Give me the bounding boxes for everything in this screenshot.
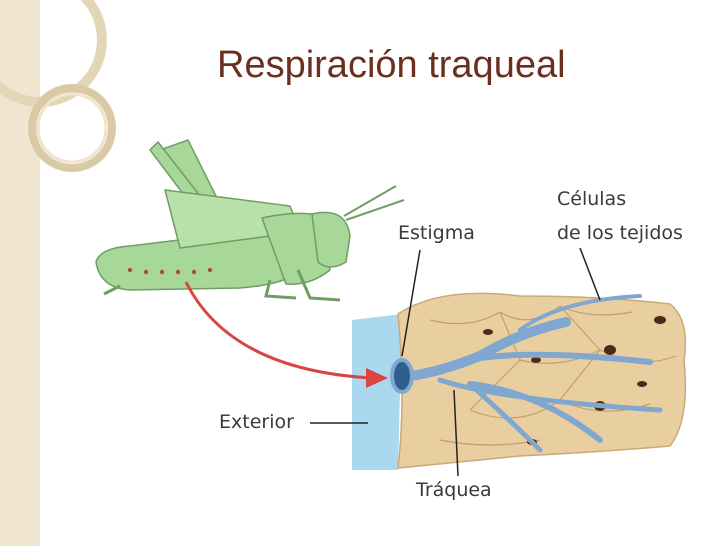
grasshopper-illustration: [96, 140, 404, 300]
label-estigma: Estigma: [398, 222, 475, 244]
leader-celulas: [580, 248, 600, 300]
label-celulas: Células: [557, 188, 626, 210]
label-traquea: Tráquea: [416, 479, 492, 501]
exterior-region: [352, 314, 402, 470]
stigma-opening: [392, 360, 412, 392]
label-de-los-tejidos: de los tejidos: [557, 222, 683, 244]
label-exterior: Exterior: [219, 411, 294, 433]
